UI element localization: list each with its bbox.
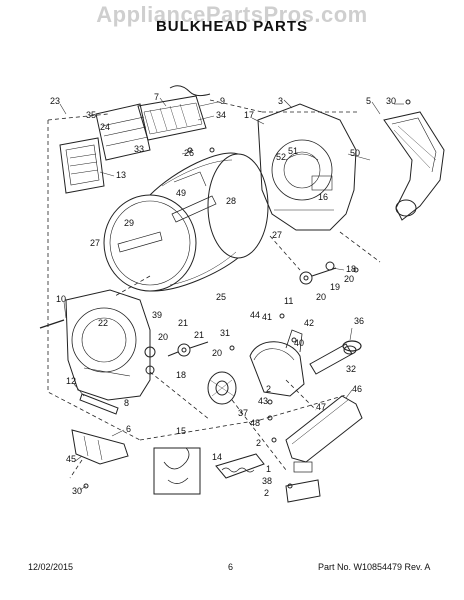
dryer-drum xyxy=(103,152,269,292)
callout-28: 28 xyxy=(226,196,236,206)
callout-42: 42 xyxy=(304,318,314,328)
front-bulkhead xyxy=(65,289,156,401)
callout-2-c: 2 xyxy=(264,488,269,498)
callout-labels: 23 7 9 3 5 30 35 24 34 17 33 26 52 51 50… xyxy=(50,92,396,498)
callout-10: 10 xyxy=(56,294,66,304)
thermal-bracket xyxy=(285,479,321,503)
callout-49: 49 xyxy=(176,188,186,198)
callout-13: 13 xyxy=(116,170,126,180)
callout-6: 6 xyxy=(126,424,131,434)
assembly-guide-lines xyxy=(47,99,381,479)
callout-23: 23 xyxy=(50,96,60,106)
callout-18: 18 xyxy=(346,264,356,274)
lint-filter-housing xyxy=(59,137,105,194)
site-watermark: AppliancePartsPros.com xyxy=(96,2,368,27)
callout-22: 22 xyxy=(98,318,108,328)
blower-wheel xyxy=(207,371,237,405)
front-roller-assembly xyxy=(167,341,209,357)
callout-38: 38 xyxy=(262,476,272,486)
callout-16: 16 xyxy=(318,192,328,202)
callout-43: 43 xyxy=(258,396,268,406)
callout-3: 3 xyxy=(278,96,283,106)
callout-21-mid: 21 xyxy=(194,330,204,340)
rear-roller-assembly xyxy=(299,261,337,285)
lint-duct-front xyxy=(71,429,129,465)
callout-51: 51 xyxy=(288,146,298,156)
rear-exhaust-duct xyxy=(383,111,445,221)
heater-bracket xyxy=(95,103,151,161)
callout-40: 40 xyxy=(294,338,304,348)
callout-52: 52 xyxy=(276,152,286,162)
callout-14: 14 xyxy=(212,452,222,462)
callout-15: 15 xyxy=(176,426,186,436)
callout-46: 46 xyxy=(352,384,362,394)
callout-1: 1 xyxy=(266,464,271,474)
front-vent-grille xyxy=(137,95,207,141)
page-title: BULKHEAD PARTS xyxy=(155,18,309,35)
footer-part-number: Part No. W10854479 Rev. A xyxy=(318,562,431,572)
front-panel-brace xyxy=(79,393,119,415)
callout-36: 36 xyxy=(354,316,364,326)
callout-31: 31 xyxy=(220,328,230,338)
footer-date: 12/02/2015 xyxy=(28,562,74,572)
duct-seal xyxy=(342,340,362,352)
wire-harness-box xyxy=(153,447,201,495)
callout-11: 11 xyxy=(284,296,293,306)
callout-12: 12 xyxy=(66,376,76,386)
callout-44: 44 xyxy=(250,310,260,320)
callout-21-top: 21 xyxy=(178,318,188,328)
callout-2-b: 2 xyxy=(256,438,261,448)
callout-35: 35 xyxy=(86,110,96,120)
callout-24: 24 xyxy=(100,122,110,132)
heating-element xyxy=(215,453,265,479)
callout-30-bottom: 30 xyxy=(72,486,82,496)
callout-26: 26 xyxy=(184,148,194,158)
callout-20-right-b: 20 xyxy=(316,292,326,302)
leader-lines xyxy=(59,97,404,491)
callout-47: 47 xyxy=(316,402,326,412)
blower-housing xyxy=(249,329,305,397)
rear-bulkhead xyxy=(257,103,357,231)
screw-rod xyxy=(39,319,65,329)
callout-34: 34 xyxy=(216,110,226,120)
wire-harness xyxy=(169,85,211,97)
callout-9: 9 xyxy=(220,96,225,106)
callout-8: 8 xyxy=(124,398,129,408)
callout-32: 32 xyxy=(346,364,356,374)
callout-37: 37 xyxy=(238,408,248,418)
heater-duct xyxy=(285,395,363,473)
callout-27-right: 27 xyxy=(272,230,282,240)
callout-29: 29 xyxy=(124,218,134,228)
fastener-screws xyxy=(83,99,411,489)
callout-30-top: 30 xyxy=(386,96,396,106)
callout-20-mid: 20 xyxy=(158,332,168,342)
callout-20-right-a: 20 xyxy=(344,274,354,284)
callout-33: 33 xyxy=(134,144,144,154)
callout-20-lower: 20 xyxy=(212,348,222,358)
callout-39: 39 xyxy=(152,310,162,320)
callout-7: 7 xyxy=(154,92,159,102)
callout-17: 17 xyxy=(244,110,254,120)
callout-50: 50 xyxy=(350,148,360,158)
callout-48: 48 xyxy=(250,418,260,428)
callout-45: 45 xyxy=(66,454,76,464)
callout-2-a: 2 xyxy=(266,384,271,394)
footer-page-number: 6 xyxy=(228,562,234,572)
callout-18-lower: 18 xyxy=(176,370,186,380)
callout-25: 25 xyxy=(216,292,226,302)
callout-5: 5 xyxy=(366,96,371,106)
callout-19: 19 xyxy=(330,282,340,292)
callout-27-left: 27 xyxy=(90,238,100,248)
callout-41: 41 xyxy=(262,312,272,322)
